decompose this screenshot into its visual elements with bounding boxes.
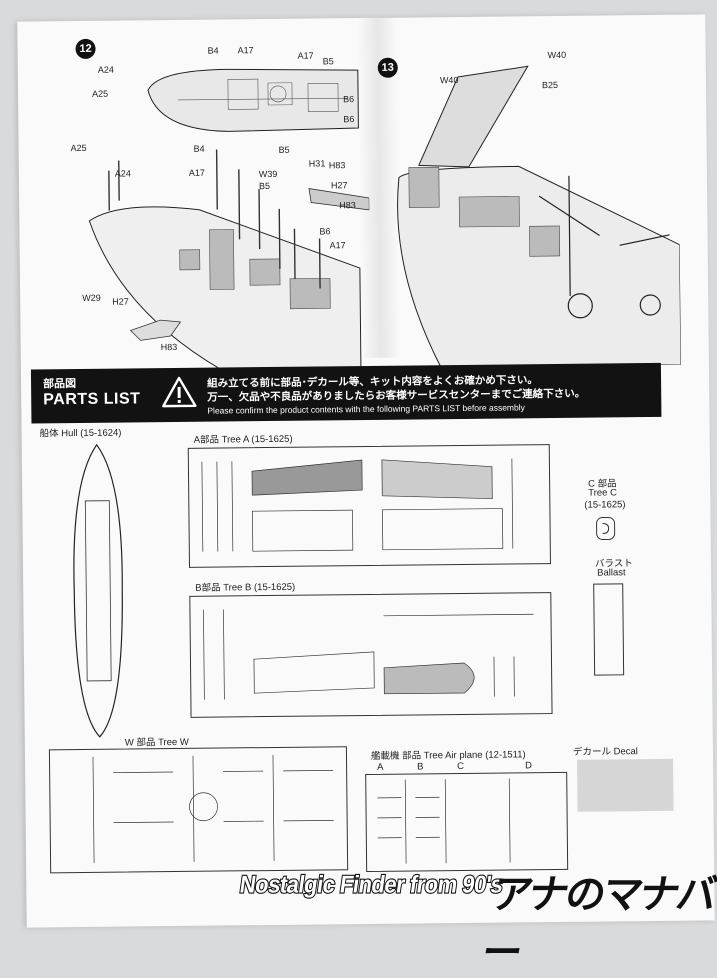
- parts-list-title-en: PARTS LIST: [43, 390, 141, 409]
- label-a25-top: A25: [91, 88, 109, 99]
- label-w40-1: W40: [547, 49, 567, 61]
- instruction-sheet: 12 B4 A17 A17 B5 A24 A25 B6 B6 A25 A24 B: [17, 14, 715, 928]
- tree-w-parts: [92, 754, 334, 863]
- label-a24-side: A24: [114, 168, 131, 179]
- brand-logo-jp: アナのマナバー: [478, 872, 717, 976]
- label-b4-side: B4: [193, 143, 205, 154]
- ballast-label-en: Ballast: [597, 567, 626, 579]
- ballast-part: [593, 583, 625, 676]
- tree-b-parts: [203, 609, 534, 700]
- airplane-sub-c: C: [457, 760, 465, 773]
- parts-list-title-jp: 部品図: [43, 378, 77, 391]
- tree-b-caption: B部品 Tree B (15-1625): [195, 581, 296, 594]
- label-a17-side: A17: [188, 167, 205, 178]
- label-w29: W29: [82, 292, 101, 303]
- tree-c-label-2: Tree C: [588, 487, 617, 499]
- label-w39: W39: [258, 168, 278, 180]
- label-b5-side: B5: [278, 144, 290, 155]
- step-13-drawing: [397, 65, 681, 368]
- callout-h27-2: H27: [112, 296, 129, 307]
- hull-caption: 船体 Hull (15-1624): [39, 427, 122, 440]
- airplane-sub-a: A: [377, 761, 384, 773]
- parts-list-banner: 部品図 PARTS LIST 組み立てる前に部品･デカール等、キット内容をよくお…: [30, 362, 662, 424]
- callout-h31: H31: [308, 158, 326, 169]
- label-b6-top2: B6: [343, 114, 355, 125]
- callout-h83-2: H83: [339, 200, 356, 211]
- label-b4-top: B4: [207, 45, 219, 56]
- tree-c-part: [596, 516, 616, 541]
- label-w40-2: W40: [439, 75, 459, 86]
- callout-h83: H83: [328, 160, 346, 171]
- label-b5-side2: B5: [258, 180, 271, 192]
- label-a17-side2: A17: [329, 240, 346, 251]
- label-a25-side: A25: [70, 142, 87, 154]
- label-a17-top: A17: [237, 45, 254, 56]
- label-b5-top: B5: [322, 56, 334, 67]
- brand-logo-en: Nostalgic Finder from 90's: [237, 870, 505, 900]
- tree-a-caption: A部品 Tree A (15-1625): [193, 433, 293, 446]
- label-b25: B25: [541, 79, 559, 91]
- label-a24-top: A24: [97, 64, 114, 75]
- label-a17-top2: A17: [297, 50, 314, 61]
- warning-text-jp-2: 万一、欠品や不良品がありましたらお客様サービスセンターまでご連絡下さい。: [207, 387, 586, 404]
- label-b6-side: B6: [319, 226, 331, 237]
- hull-drawing: [73, 443, 123, 738]
- airplane-sub-d: D: [525, 760, 533, 772]
- tree-w-caption: W 部品 Tree W: [124, 736, 189, 749]
- decal-sheet: [577, 758, 674, 812]
- callout-h27: H27: [330, 180, 348, 191]
- airplane-tree-parts: [377, 778, 511, 864]
- label-b6-top: B6: [343, 94, 355, 105]
- warning-icon: [162, 376, 197, 408]
- tree-c-label-3: (15-1625): [584, 499, 626, 511]
- tree-a-parts: [201, 458, 514, 552]
- callout-h83-3: H83: [160, 341, 178, 353]
- airplane-sub-b: B: [417, 761, 424, 773]
- decal-caption: デカール Decal: [572, 746, 638, 758]
- airplane-caption: 艦載機 部品 Tree Air plane (12-1511): [370, 749, 526, 762]
- step-12-drawing: [88, 68, 370, 371]
- warning-text-en: Please confirm the product contents with…: [207, 402, 525, 416]
